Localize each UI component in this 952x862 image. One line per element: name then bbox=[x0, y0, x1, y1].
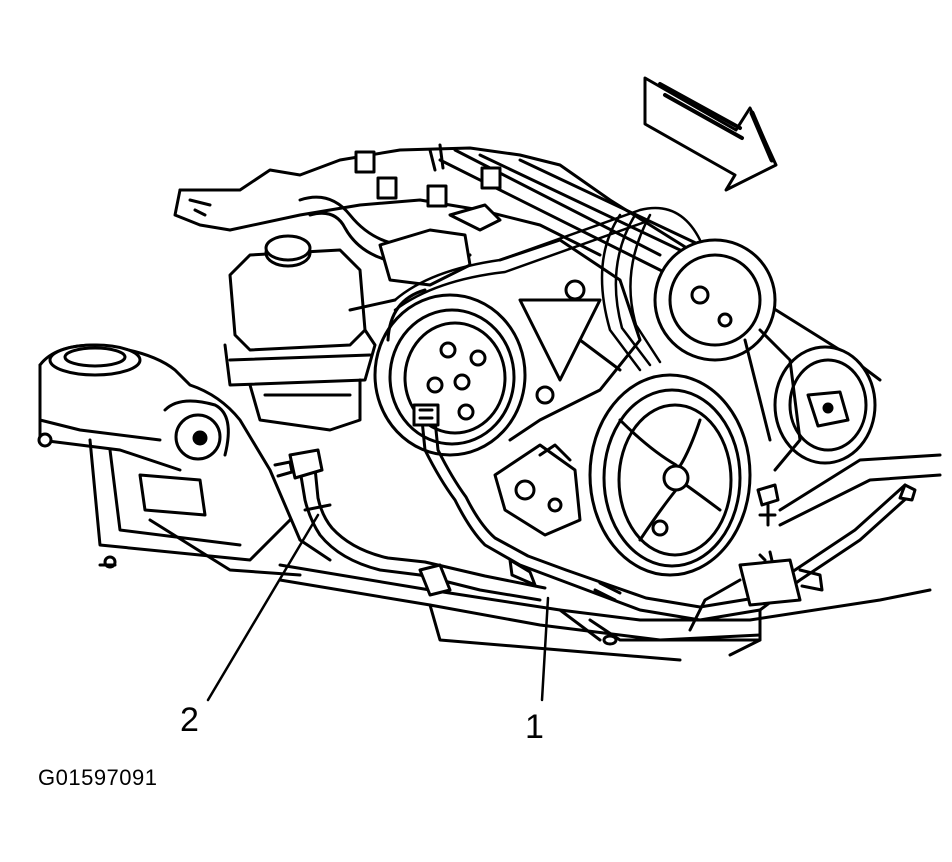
ac-compressor-pulley bbox=[743, 328, 877, 472]
callout-label-2: 2 bbox=[180, 701, 199, 739]
lower-bracket bbox=[493, 443, 582, 537]
serpentine-belt bbox=[393, 206, 702, 372]
hose-clamp-right bbox=[688, 558, 824, 657]
figure-id-label: G01597091 bbox=[38, 765, 158, 790]
idler-pulley bbox=[653, 238, 777, 362]
leader-line-1 bbox=[540, 596, 550, 702]
power-steering-hose-pressure bbox=[412, 403, 917, 622]
bolt-icon bbox=[756, 483, 780, 567]
leader-line-2 bbox=[206, 513, 320, 702]
accessory-bracket bbox=[498, 238, 642, 442]
callout-label-1: 1 bbox=[525, 708, 544, 746]
cylinder-head-studs bbox=[354, 143, 502, 208]
front-direction-arrow-icon bbox=[643, 76, 778, 192]
power-steering-reservoir bbox=[223, 234, 397, 432]
power-steering-hose-return bbox=[273, 448, 547, 602]
power-steering-pump-pulley bbox=[373, 288, 527, 457]
subframe bbox=[37, 343, 332, 577]
callout-leader-lines bbox=[206, 513, 550, 702]
crankshaft-pulley bbox=[588, 373, 752, 577]
